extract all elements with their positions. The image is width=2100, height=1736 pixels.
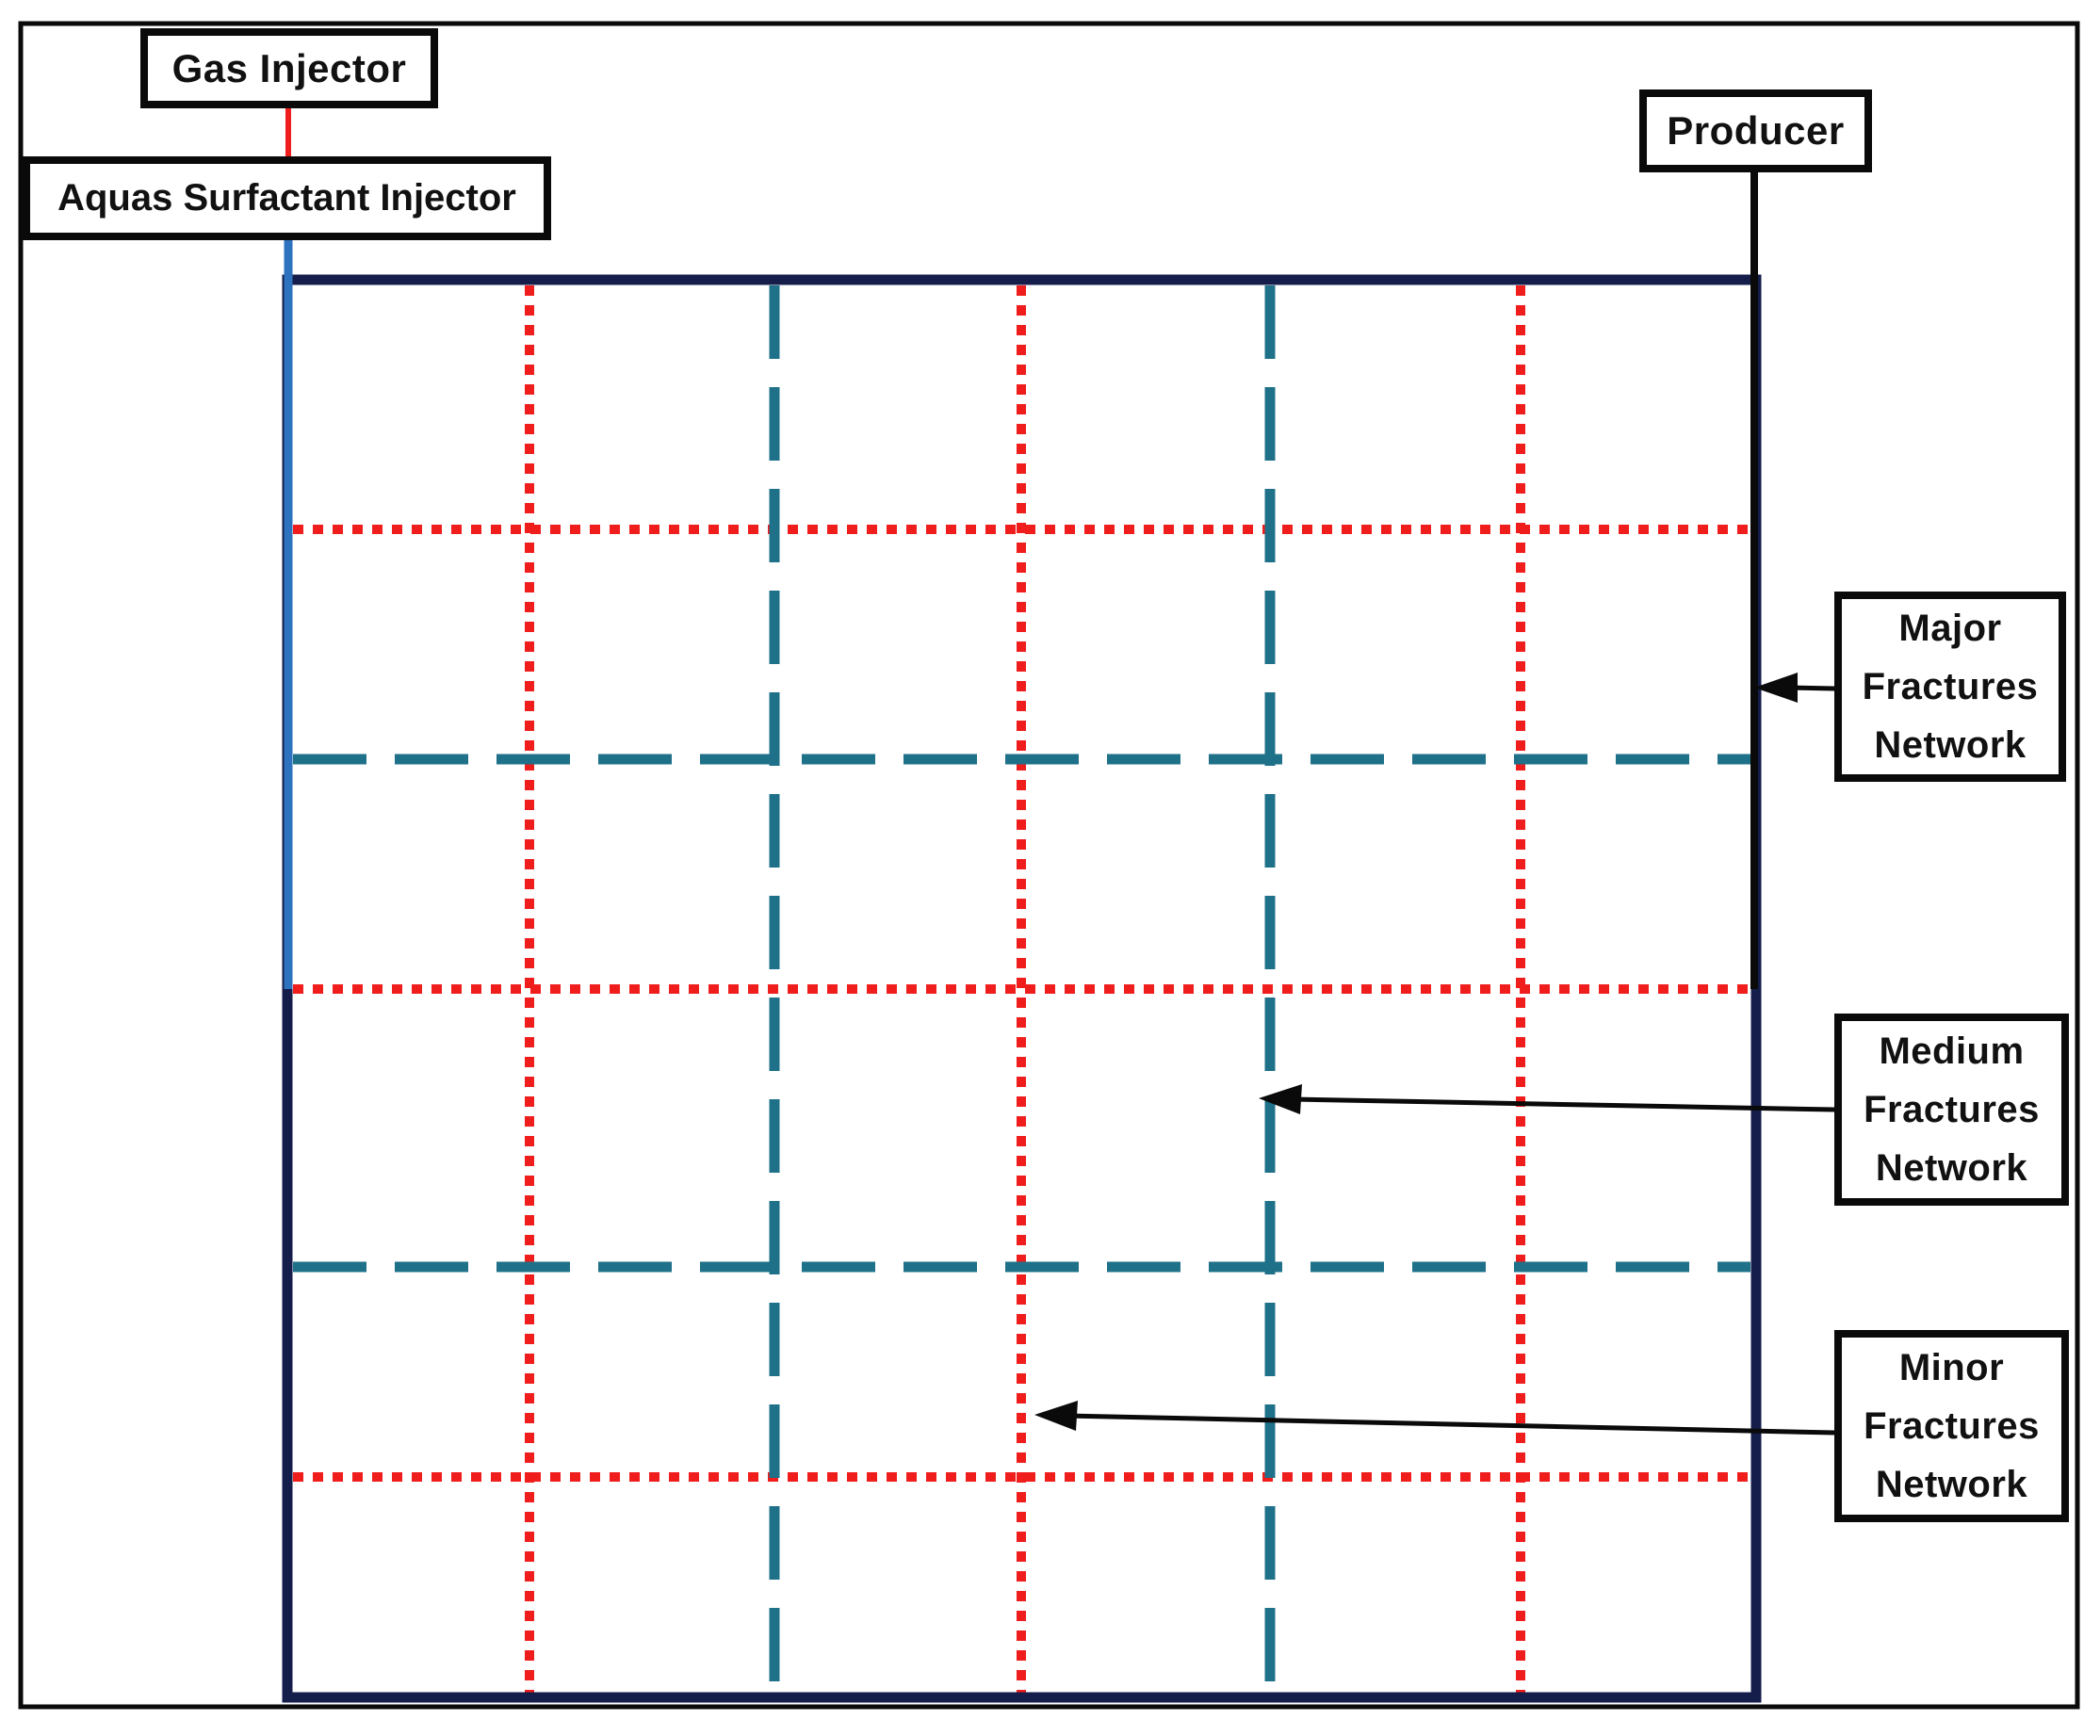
medium-fractures-network-label: Medium Fractures Network (1834, 1014, 2069, 1206)
medium-fractures-arrow (1259, 1084, 1835, 1114)
medium-fractures-arrowhead (1259, 1084, 1302, 1114)
gas-injector-label: Gas Injector (140, 28, 438, 108)
minor-fractures-arrowhead (1034, 1401, 1078, 1431)
major-fractures-network-label: Major Fractures Network (1834, 592, 2066, 782)
major-fractures-arrowhead (1754, 673, 1798, 703)
major-fractures-arrow (1754, 673, 1835, 703)
aquas-surfactant-injector-label: Aquas Surfactant Injector (23, 156, 551, 240)
minor-fractures-network-label: Minor Fractures Network (1834, 1330, 2069, 1522)
minor-fractures-arrow (1034, 1401, 1835, 1436)
producer-label: Producer (1639, 89, 1872, 172)
outer-figure-border (18, 21, 2080, 1710)
